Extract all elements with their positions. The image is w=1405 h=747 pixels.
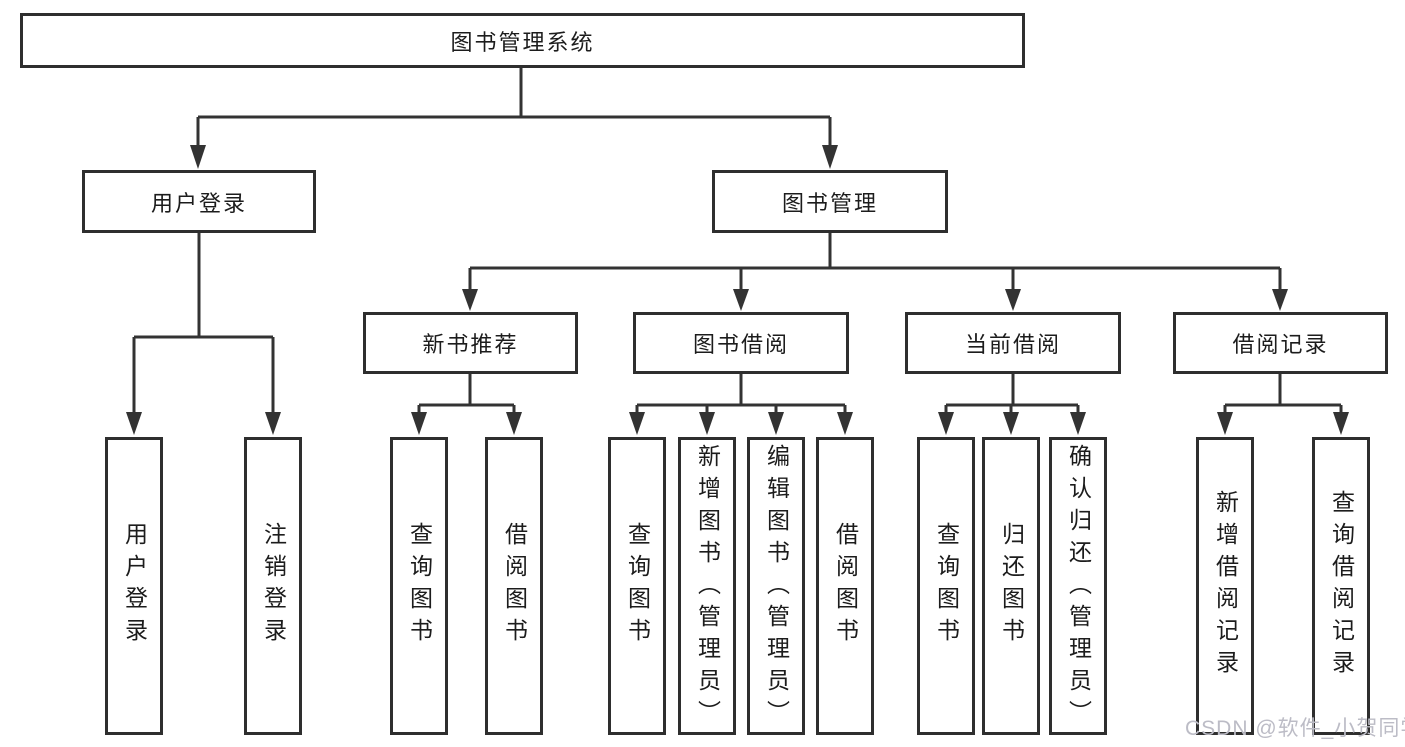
node-label: 用户登录: [150, 190, 247, 216]
leaf-query-books-current: 查询图书: [917, 437, 975, 735]
arrowheads: [126, 145, 1349, 435]
node-label: 新增图书（管理员）: [694, 444, 721, 732]
node-book-borrow: 图书借阅: [633, 312, 849, 374]
node-label: 查询借阅记录: [1328, 490, 1355, 682]
node-label: 查询图书: [933, 522, 960, 650]
leaf-user-login: 用户登录: [105, 437, 163, 735]
csdn-watermark: CSDN @软件_小贺同学: [1185, 717, 1405, 740]
node-borrow-records: 借阅记录: [1173, 312, 1388, 374]
node-label: 借阅记录: [1232, 332, 1329, 357]
node-label: 编辑图书（管理员）: [763, 444, 790, 732]
node-current-borrow: 当前借阅: [905, 312, 1121, 374]
node-label: 查询图书: [406, 522, 433, 650]
leaf-add-book-admin: 新增图书（管理员）: [678, 437, 736, 735]
node-user-login: 用户登录: [82, 170, 316, 233]
node-library-management-system: 图书管理系统: [20, 13, 1025, 68]
leaf-edit-book-admin: 编辑图书（管理员）: [747, 437, 805, 735]
node-new-book-recommend: 新书推荐: [363, 312, 578, 374]
node-label: 注销登录: [260, 522, 287, 650]
leaf-logout: 注销登录: [244, 437, 302, 735]
node-label: 图书借阅: [692, 332, 789, 357]
node-label: 新增借阅记录: [1212, 490, 1239, 682]
node-book-management: 图书管理: [712, 170, 948, 233]
node-label: 图书管理: [781, 190, 878, 216]
node-label: 借阅图书: [832, 522, 859, 650]
leaf-confirm-return-admin: 确认归还（管理员）: [1049, 437, 1107, 735]
node-label: 图书管理系统: [450, 29, 595, 55]
node-label: 当前借阅: [964, 332, 1061, 357]
node-label: 归还图书: [998, 522, 1025, 650]
leaf-query-books-borrow: 查询图书: [608, 437, 666, 735]
node-label: 新书推荐: [422, 332, 519, 357]
node-label: 借阅图书: [501, 522, 528, 650]
node-label: 用户登录: [121, 522, 148, 650]
node-label: 查询图书: [624, 522, 651, 650]
leaf-borrow-books-recommend: 借阅图书: [485, 437, 543, 735]
leaf-borrow-books: 借阅图书: [816, 437, 874, 735]
leaf-add-borrow-record: 新增借阅记录: [1196, 437, 1254, 735]
leaf-query-borrow-record: 查询借阅记录: [1312, 437, 1370, 735]
leaf-return-book: 归还图书: [982, 437, 1040, 735]
leaf-query-books-recommend: 查询图书: [390, 437, 448, 735]
node-label: 确认归还（管理员）: [1065, 444, 1092, 732]
